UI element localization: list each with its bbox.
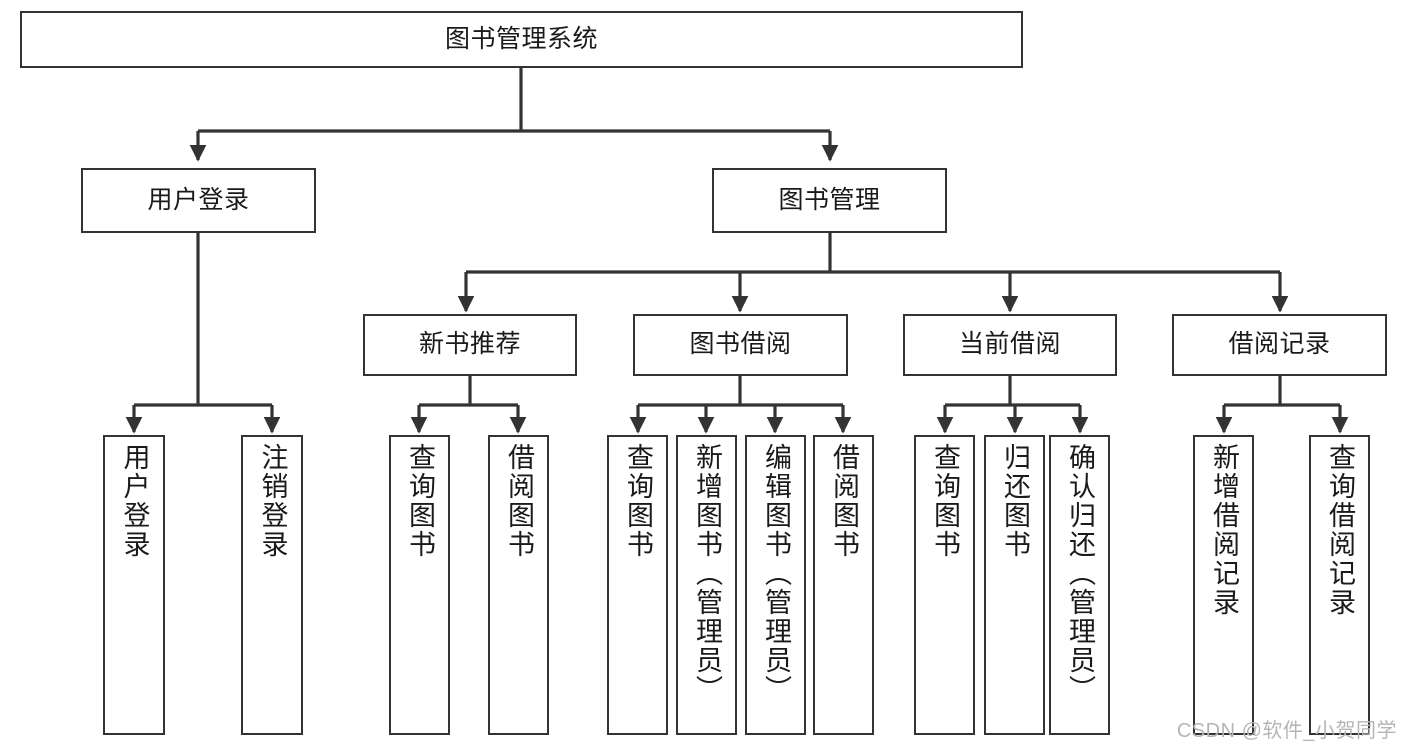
leaf-return-book[interactable]: 归还图书 <box>984 435 1045 735</box>
leaf-add-borrow-record[interactable]: 新增借阅记录 <box>1193 435 1254 735</box>
node-label: 借阅图书 <box>829 443 859 559</box>
node-borrow-record[interactable]: 借阅记录 <box>1172 314 1387 376</box>
node-label: 查询借阅记录 <box>1325 443 1355 617</box>
leaf-borrow-book-1[interactable]: 借阅图书 <box>488 435 549 735</box>
node-label: 查询图书 <box>930 443 960 559</box>
node-label: 归还图书 <box>1000 443 1030 559</box>
node-book-borrow[interactable]: 图书借阅 <box>633 314 848 376</box>
watermark-text: CSDN @软件_小贺同学 <box>1176 720 1397 742</box>
leaf-query-borrow-record[interactable]: 查询借阅记录 <box>1309 435 1370 735</box>
leaf-logout[interactable]: 注销登录 <box>241 435 303 735</box>
node-label: 注销登录 <box>257 443 288 559</box>
node-label: 新增借阅记录 <box>1209 443 1239 617</box>
node-book-management[interactable]: 图书管理 <box>712 168 947 233</box>
node-label: 图书管理系统 <box>444 24 598 53</box>
node-label: 图书借阅 <box>689 330 792 359</box>
leaf-query-book-3[interactable]: 查询图书 <box>914 435 975 735</box>
node-label: 新增图书（管理员） <box>692 443 722 704</box>
node-root-system[interactable]: 图书管理系统 <box>20 11 1023 68</box>
node-label: 借阅记录 <box>1228 330 1331 359</box>
node-label: 确认归还（管理员） <box>1065 443 1095 704</box>
leaf-user-login[interactable]: 用户登录 <box>103 435 165 735</box>
leaf-add-book-admin[interactable]: 新增图书（管理员） <box>676 435 737 735</box>
leaf-edit-book-admin[interactable]: 编辑图书（管理员） <box>745 435 806 735</box>
leaf-query-book-1[interactable]: 查询图书 <box>389 435 450 735</box>
leaf-confirm-return-admin[interactable]: 确认归还（管理员） <box>1049 435 1110 735</box>
node-user-login[interactable]: 用户登录 <box>81 168 316 233</box>
node-label: 查询图书 <box>623 443 653 559</box>
node-label: 编辑图书（管理员） <box>761 443 791 704</box>
node-new-book-recommend[interactable]: 新书推荐 <box>363 314 577 376</box>
node-label: 用户登录 <box>147 185 250 214</box>
node-label: 用户登录 <box>119 443 150 559</box>
node-label: 当前借阅 <box>958 330 1061 359</box>
node-label: 新书推荐 <box>418 330 521 359</box>
leaf-query-book-2[interactable]: 查询图书 <box>607 435 668 735</box>
node-label: 查询图书 <box>405 443 435 559</box>
node-label: 图书管理 <box>778 185 881 214</box>
node-label: 借阅图书 <box>504 443 534 559</box>
leaf-borrow-book-2[interactable]: 借阅图书 <box>813 435 874 735</box>
node-current-borrow[interactable]: 当前借阅 <box>903 314 1117 376</box>
